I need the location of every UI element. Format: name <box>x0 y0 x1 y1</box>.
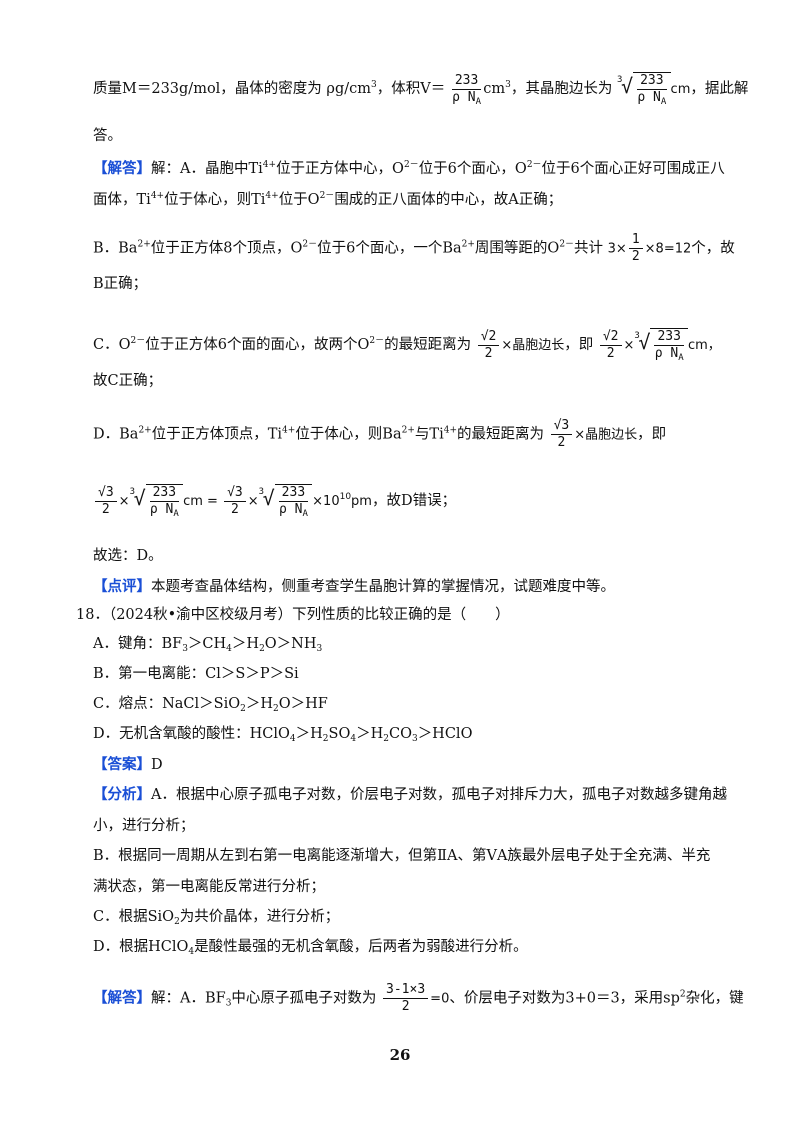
option-d: D．无机含氧酸的酸性：HClO4＞H2SO4＞H2CO3＞HClO <box>93 726 473 744</box>
analysis-line-2: 小，进行分析； <box>93 818 195 834</box>
answer-line-a2: 面体，Ti4+位于体心，则Ti4+位于O2－围成的正八面体的中心，故A正确； <box>93 191 563 209</box>
option-c: C．熔点：NaCl＞SiO2＞H2O＞HF <box>93 696 328 714</box>
question-18: 18．（2024秋•渝中区校级月考）下列性质的比较正确的是（ ） <box>76 607 510 623</box>
answer-line-d: D．Ba2+位于正方体顶点，Ti4+位于体心，则Ba2+与Ti4+的最短距离为 … <box>93 418 667 450</box>
comment-line: 【点评】本题考查晶体结构，侧重考查学生晶胞计算的掌握情况，试题难度中等。 <box>93 578 615 595</box>
page-number: 26 <box>389 1046 411 1064</box>
analysis-line-5: C．根据SiO2为共价晶体，进行分析； <box>93 909 340 927</box>
text-line-2: 答。 <box>93 128 122 144</box>
answer-line-a: 【解答】解：A．晶胞中Ti4+位于正方体中心，O2－位于6个面心，O2－位于6个… <box>93 160 725 177</box>
analysis-line-3: B．根据同一周期从左到右第一电离能逐渐增大，但第ⅡA、第ⅤA族最外层电子处于全充… <box>93 848 711 864</box>
answer-choice: 故选：D。 <box>93 548 163 564</box>
answer-line-b2: B正确； <box>93 276 148 292</box>
answer-line-b: B．Ba2+位于正方体8个顶点，O2－位于6个面心，一个Ba2+周围等距的O2－… <box>93 232 735 264</box>
analysis-line-4: 满状态，第一电离能反常进行分析； <box>93 879 325 895</box>
analysis-line-6: D．根据HClO4是酸性最强的无机含氧酸，后两者为弱酸进行分析。 <box>93 939 528 957</box>
answer-line-c2: 故C正确； <box>93 373 163 389</box>
analysis-line-1: 【分析】A．根据中心原子孤电子对数，价层电子对数，孤电子对排斥力大，孤电子对数越… <box>93 786 727 803</box>
answer-line: 【答案】D <box>93 756 163 773</box>
option-b: B．第一电离能：Cl＞S＞P＞Si <box>93 666 299 682</box>
option-a: A．键角：BF3＞CH4＞H2O＞NH3 <box>93 636 323 654</box>
